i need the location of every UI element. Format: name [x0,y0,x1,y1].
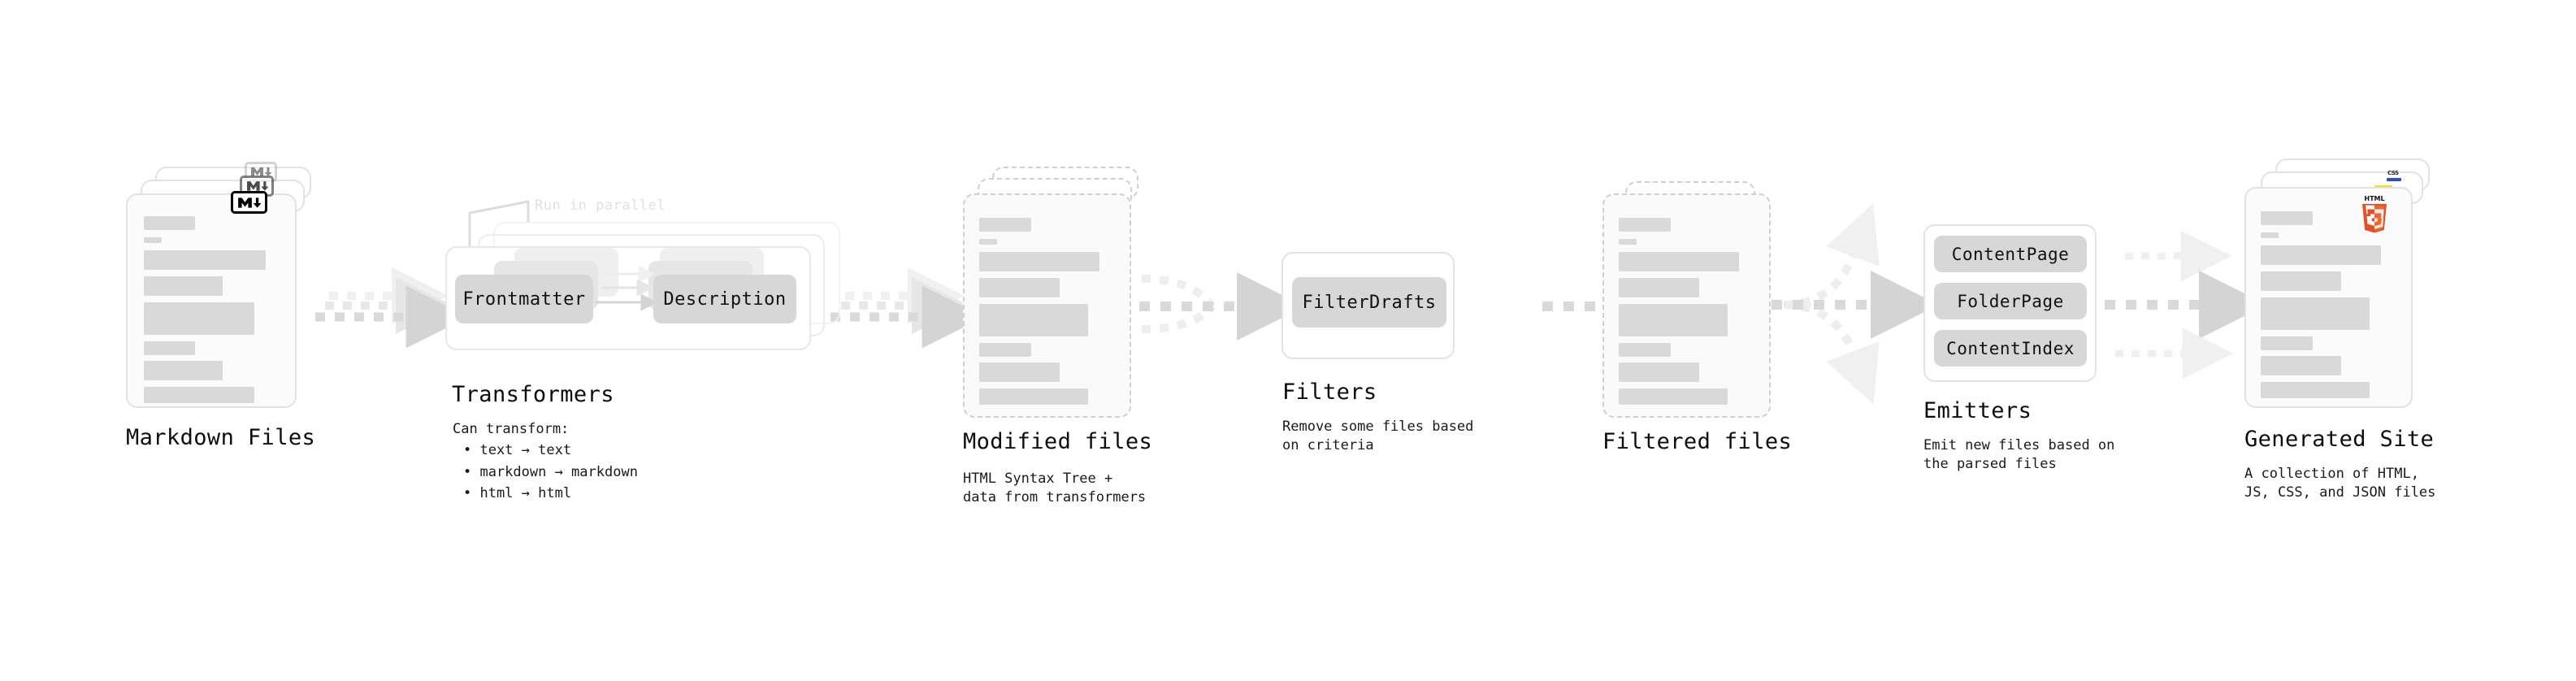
skeleton-bar [2261,382,2370,398]
skeleton-bar [1619,388,1728,405]
skeleton-bar [979,343,1031,357]
skeleton-bar [1619,304,1728,336]
transformer-inner-arrows [595,265,658,311]
skeleton-bar [979,252,1099,271]
skeleton-bar [2261,232,2279,238]
stage-title-generated-site: Generated Site [2244,427,2435,452]
skeleton-bar [1619,362,1699,382]
stage-title-filtered-files: Filtered files [1602,429,1793,454]
skeleton-bar [2261,211,2313,225]
stage-subtitle-modified-files: HTML Syntax Tree + data from transformer… [963,471,1147,505]
html5-icon: HTML [2358,193,2391,234]
skeleton-bar [979,218,1031,232]
skeleton-bar [144,361,223,380]
stage-title-transformers: Transformers [452,382,614,407]
skeleton-bar [1619,278,1699,297]
emitter-chip-contentpage[interactable]: ContentPage [1934,236,2087,272]
skeleton-bar [979,388,1088,405]
filters-group: FilterDrafts [1281,252,1460,366]
skeleton-bar [1619,252,1739,271]
markdown-doc-front [126,193,297,408]
skeleton-bar [979,304,1088,336]
modified-doc-front [963,193,1131,418]
transformer-chip-frontmatter[interactable]: Frontmatter [455,275,593,323]
list-item: • html → html [463,485,572,502]
list-item: Can transform: [453,421,570,437]
skeleton-bar [2261,356,2341,375]
transformer-chip-description[interactable]: Description [653,275,796,323]
skeleton-bar [979,239,997,245]
skeleton-bar [144,216,195,230]
skeleton-bar [1619,239,1637,245]
skeleton-bar [144,387,254,403]
skeleton-bar [1619,343,1671,357]
skeleton-bar [1619,218,1671,232]
css-icon [2387,178,2401,181]
arrow-markdown-to-transformers [315,267,469,349]
stage-subtitle-emitters: Emit new files based on the parsed files [1923,437,2115,472]
stage-title-modified-files: Modified files [963,429,1153,454]
arrow-modified-to-filters [1139,272,1305,340]
skeleton-bar [2261,271,2341,291]
stage-title-markdown-files: Markdown Files [126,425,316,450]
transformers-group: Frontmatter Description Frontmatter Desc… [439,203,845,366]
run-in-parallel-label: Run in parallel [535,197,666,214]
svg-text:HTML: HTML [2364,195,2384,202]
transformers-capability-list: Can transform: • text → text • markdown … [453,419,638,504]
filtered-doc-front [1602,193,1771,418]
filter-chip-filterdrafts[interactable]: FilterDrafts [1292,277,1446,327]
skeleton-bar [144,302,254,335]
emitter-chip-contentindex[interactable]: ContentIndex [1934,330,2087,367]
filtered-files-stack [1602,167,1789,419]
markdown-files-stack [126,162,313,410]
generated-site-stack: CSS HTML [2244,158,2439,410]
stage-title-emitters: Emitters [1923,398,2032,423]
generated-doc-front [2244,187,2413,408]
emitter-chip-folderpage[interactable]: FolderPage [1934,283,2087,319]
skeleton-bar [2261,336,2313,350]
skeleton-bar [144,276,223,296]
skeleton-bar [144,341,195,355]
stage-subtitle-generated-site: A collection of HTML, JS, CSS, and JSON … [2244,466,2436,501]
skeleton-bar [2261,297,2370,330]
arrow-emitters-to-site [2105,230,2267,380]
skeleton-bar [2261,245,2381,265]
markdown-icon [231,191,267,214]
skeleton-bar [979,278,1060,297]
stage-title-filters: Filters [1282,380,1377,405]
emitters-group: ContentPage FolderPage ContentIndex [1923,224,2118,399]
skeleton-bar [144,237,162,243]
stage-subtitle-filters: Remove some files based on criteria [1282,419,1474,453]
css-icon-label: CSS [2387,170,2399,176]
list-item: • markdown → markdown [463,463,638,480]
skeleton-bar [979,362,1060,382]
skeleton-bar [144,250,266,270]
list-item: • text → text [463,442,572,459]
modified-files-stack [963,167,1150,419]
